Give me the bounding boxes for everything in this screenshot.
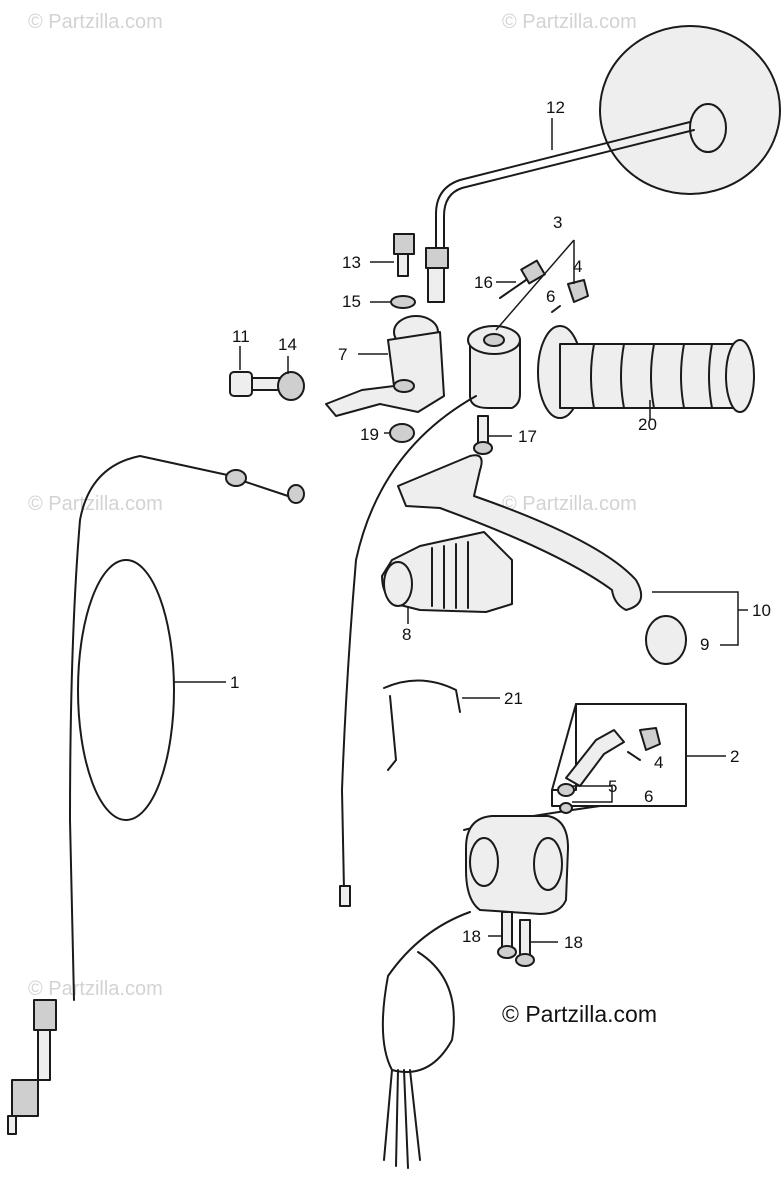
lever-part-10 [397,454,643,611]
callout-18-right: 18 [564,933,583,952]
grip-part-20 [537,325,755,419]
leader-lines [174,118,748,943]
switch-lever-part-5 [557,729,625,814]
nut-part-19 [389,423,415,443]
spring-part-6-top [551,305,561,313]
callout-14: 14 [278,335,297,354]
screws-part-18 [497,911,535,967]
wiring-harness [381,911,471,1169]
callout-4-bottom: 4 [654,753,663,772]
mirror-part [425,25,781,303]
callout-16: 16 [474,273,493,292]
switch-housing-part-8 [381,531,513,613]
callout-6-top: 6 [546,287,555,306]
pivot-bolt-part-17 [473,415,493,455]
callout-11: 11 [232,327,250,346]
callout-5: 5 [608,777,617,796]
callout-6-bottom: 6 [644,787,653,806]
callout-12: 12 [546,98,565,117]
callout-13: 13 [342,253,361,272]
callout-17: 17 [518,427,537,446]
callout-1: 1 [230,673,239,692]
lever-cap-part-9 [645,615,687,665]
callout-labels: 12 3 13 4 16 6 15 11 14 7 20 19 17 10 8 … [230,98,771,952]
screw-part-16 [499,259,546,299]
watermarks: © Partzilla.com © Partzilla.com © Partzi… [28,11,637,1000]
callout-8: 8 [402,625,411,644]
watermark-top-left: © Partzilla.com [28,11,163,33]
callout-18-left: 18 [462,927,481,946]
copyright-text: © Partzilla.com [502,1001,657,1027]
lower-switch-housing [465,815,569,915]
clip-part-4-top [567,279,589,303]
callout-10: 10 [752,601,771,620]
callout-20: 20 [638,415,657,434]
callout-7: 7 [338,345,347,364]
callout-21: 21 [504,689,523,708]
washer-part-15 [390,295,416,309]
callout-19: 19 [360,425,379,444]
callout-2: 2 [730,747,739,766]
collar-part-3 [467,325,521,409]
watermark-top-right: © Partzilla.com [502,11,637,33]
lever-bracket-part-7 [325,315,445,417]
clamp-band-part-21 [383,679,461,771]
clip-part-4-bottom [639,727,661,751]
watermark-mid-left: © Partzilla.com [28,493,163,515]
clutch-cable-part-1 [7,455,305,1135]
adjuster-part-11 [229,371,283,397]
callout-9: 9 [700,635,709,654]
callout-4-top: 4 [573,257,582,276]
watermark-mid-right: © Partzilla.com [502,493,637,515]
watermark-bottom-left: © Partzilla.com [28,978,163,1000]
callout-3: 3 [553,213,562,232]
spring-part-6-bottom [627,751,641,761]
throttle-cable [339,395,477,907]
bolt-part-13 [393,233,415,277]
callout-15: 15 [342,292,361,311]
locknut-part-14 [277,371,305,401]
